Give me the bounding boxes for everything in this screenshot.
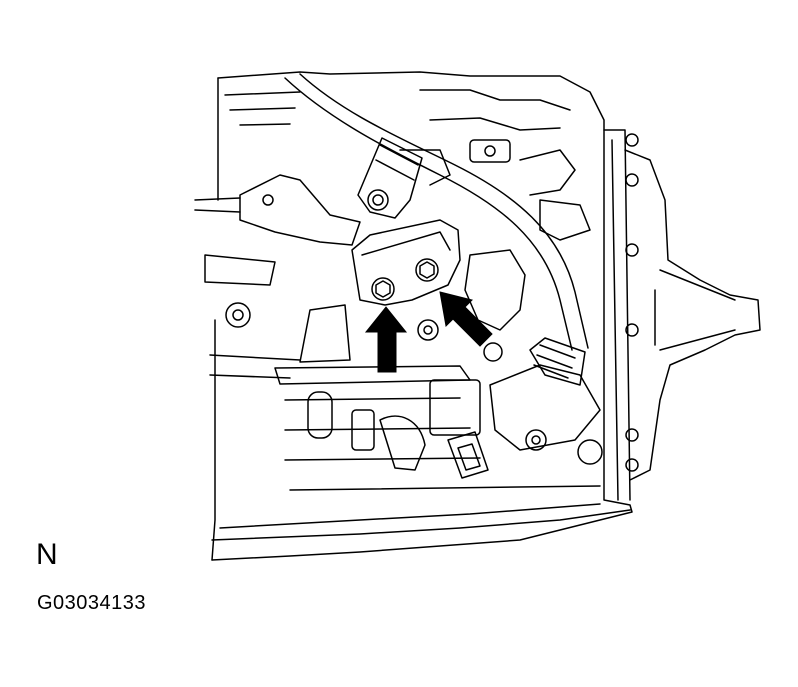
curved-pipe-a bbox=[284, 77, 573, 351]
case-bottom-edge2 bbox=[219, 503, 601, 529]
view-letter-label: N bbox=[36, 538, 58, 571]
flange-bolt-5 bbox=[625, 458, 639, 472]
left-bracket-hole bbox=[262, 194, 274, 206]
right-flange-inner bbox=[611, 139, 619, 501]
bolt-right-head bbox=[419, 261, 435, 279]
bolt-right bbox=[415, 258, 439, 282]
pipe-clamp-band bbox=[375, 144, 419, 181]
lower-plug-b bbox=[351, 409, 375, 451]
connector-bolt-inner bbox=[531, 435, 541, 445]
clamp-bolt-inner bbox=[372, 194, 384, 206]
arrow-up bbox=[364, 306, 408, 373]
mid-left-knob bbox=[483, 342, 503, 362]
flange-bolt-6 bbox=[625, 173, 639, 187]
flange-bolt-3 bbox=[625, 323, 639, 337]
center-detail bbox=[299, 304, 351, 363]
housing-left-lower bbox=[211, 319, 216, 561]
clamp-bolt bbox=[367, 189, 389, 211]
housing-outline bbox=[211, 71, 633, 561]
top-boss bbox=[469, 139, 511, 163]
figure-code-label: G03034133 bbox=[37, 592, 147, 614]
left-boss-hole bbox=[232, 309, 244, 321]
right-housing-rib bbox=[654, 269, 736, 351]
pipe-clamp bbox=[357, 137, 423, 219]
bolt-left bbox=[371, 277, 395, 301]
flange-bolt-2 bbox=[625, 243, 639, 257]
left-horizontal bbox=[209, 354, 301, 379]
flange-bolt-4 bbox=[625, 428, 639, 442]
left-boss bbox=[225, 302, 251, 328]
connector-clip-slot bbox=[457, 443, 481, 471]
lower-right-boss bbox=[577, 439, 603, 465]
lower-plug-a bbox=[307, 391, 333, 439]
bracket-inner-edge bbox=[361, 231, 451, 256]
center-boss-hole bbox=[423, 325, 433, 335]
left-block bbox=[204, 254, 276, 286]
connector-bolt bbox=[525, 429, 547, 451]
callout-arrows bbox=[364, 291, 493, 373]
right-housing bbox=[624, 149, 761, 481]
bolt-left-head bbox=[375, 280, 391, 298]
top-detail-1 bbox=[224, 91, 301, 126]
right-lumps bbox=[464, 249, 526, 331]
lower-elbow bbox=[379, 415, 426, 471]
arrow-diagonal bbox=[439, 291, 493, 347]
left-bracket bbox=[239, 174, 361, 246]
connector-clip bbox=[447, 431, 489, 479]
top-detail-3 bbox=[399, 149, 576, 196]
valve-body-top bbox=[274, 365, 471, 385]
center-boss bbox=[417, 319, 439, 341]
connector-plug bbox=[529, 337, 586, 386]
case-bottom-edge bbox=[211, 509, 631, 541]
connector-body bbox=[489, 364, 601, 451]
top-detail-2 bbox=[419, 89, 571, 131]
flange-bolt-1 bbox=[625, 133, 639, 147]
valve-body-lines bbox=[284, 397, 601, 491]
left-rod bbox=[194, 197, 241, 213]
right-flange bbox=[603, 129, 631, 501]
mounting-bracket bbox=[351, 219, 461, 306]
top-boss-hole bbox=[484, 145, 496, 157]
connector-ribs bbox=[533, 344, 576, 379]
curved-pipe-b bbox=[299, 73, 589, 349]
lower-block bbox=[429, 379, 481, 436]
